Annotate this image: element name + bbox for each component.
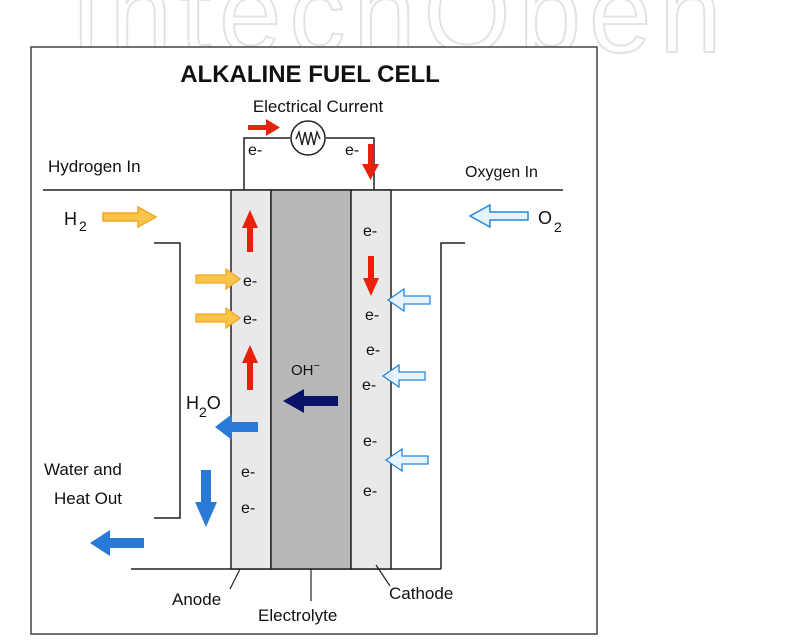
oxygen-to-cathode-arrow-icon [381, 287, 431, 473]
current-arrow-right-icon [248, 119, 280, 136]
cathode-electron-5: e- [363, 433, 377, 450]
cathode-electron-4: e- [362, 377, 376, 394]
cathode-chamber-wall [440, 242, 465, 569]
electrolyte-region [270, 189, 352, 570]
oxygen-in-label: Oxygen In [465, 164, 538, 181]
water-down-arrow-icon [195, 470, 217, 527]
h2o-label: H2O [186, 393, 221, 420]
water-exit-arrow-icon [90, 530, 144, 556]
cathode-electron-6: e- [363, 483, 377, 500]
cathode-electron-1: e- [363, 223, 377, 240]
anode-leader-line [229, 568, 241, 590]
cathode-electron-arrow-down-icon [363, 256, 379, 296]
current-arrow-down-icon [362, 144, 379, 180]
water-heat-out-label-line2: Heat Out [54, 489, 122, 508]
anode-electron-3: e- [241, 464, 255, 481]
hydrogen-in-label: Hydrogen In [48, 157, 141, 176]
anode-electron-2: e- [243, 311, 257, 328]
electrical-current-label: Electrical Current [253, 97, 384, 116]
cathode-electron-3: e- [366, 342, 380, 359]
anode-electron-4: e- [241, 500, 255, 517]
electrolyte-label: Electrolyte [258, 606, 337, 625]
water-out-arrow-icon [215, 414, 258, 440]
anode-chamber-wall [154, 242, 181, 519]
hydrogen-to-anode-arrow-icon [195, 267, 242, 330]
anode-electron-arrow-up-icon [242, 210, 258, 390]
oxygen-input-arrow-icon [468, 203, 529, 229]
load-resistor-icon [290, 120, 326, 156]
circuit-electron-right: e- [345, 142, 359, 159]
cathode-electrode [350, 189, 392, 570]
cathode-electron-2: e- [365, 307, 379, 324]
diagram-title: ALKALINE FUEL CELL [180, 61, 440, 88]
anode-label: Anode [172, 590, 221, 609]
water-heat-out-label-line1: Water and [44, 460, 122, 479]
anode-electron-1: e- [243, 273, 257, 290]
cathode-label: Cathode [389, 584, 453, 603]
hydrogen-input-arrow-icon [102, 205, 158, 229]
cathode-leader-line [375, 564, 391, 587]
hydroxide-migration-arrow-icon [283, 389, 338, 413]
hydroxide-label: OH− [291, 360, 320, 379]
circuit-electron-left: e- [248, 142, 262, 159]
external-circuit-wire [243, 137, 290, 190]
